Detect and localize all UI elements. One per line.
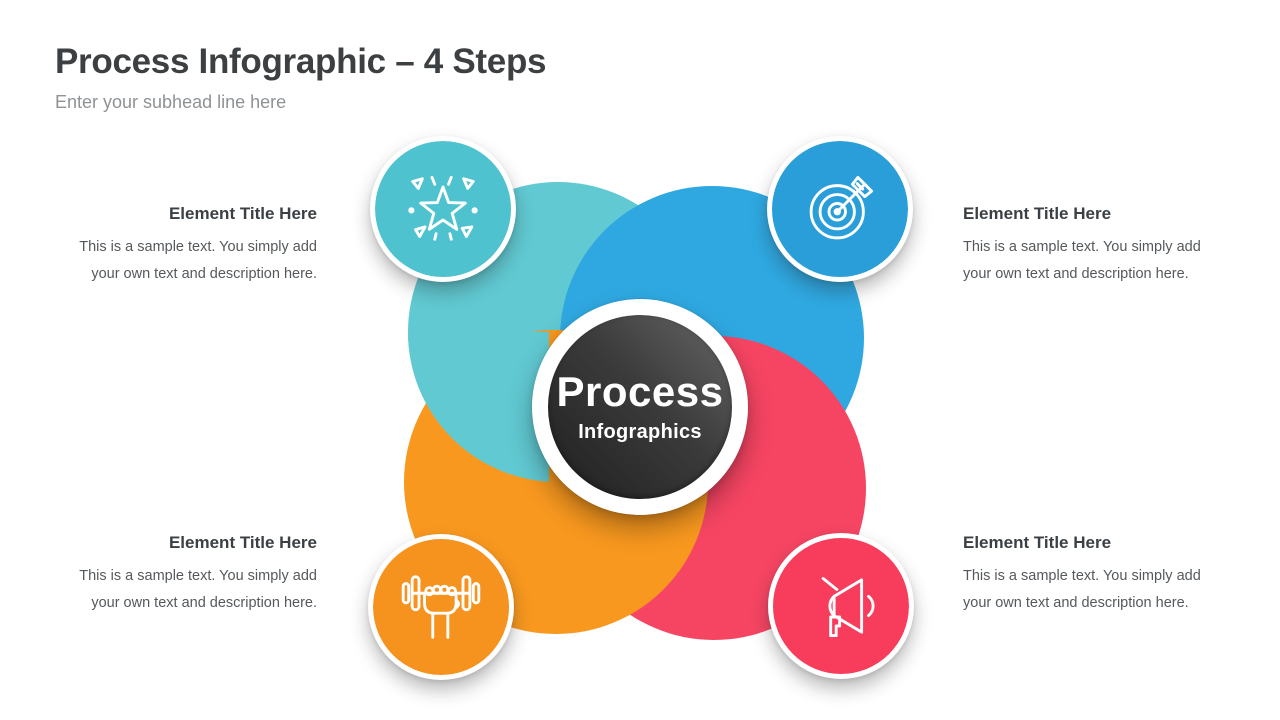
step-description-line: your own text and description here. — [91, 595, 317, 611]
step-description-line: your own text and description here. — [963, 595, 1189, 611]
step-bubble-bottom-left — [368, 534, 514, 680]
page-title: Process Infographic – 4 Steps — [55, 42, 547, 81]
target-arrow-icon — [809, 175, 874, 240]
step-description: This is a sample text. You simply add yo… — [47, 234, 317, 288]
center-badge-core: Process Infographics — [548, 315, 732, 499]
center-title: Process — [556, 368, 724, 416]
step-description: This is a sample text. You simply add yo… — [963, 234, 1233, 288]
step-description-line: your own text and description here. — [91, 266, 317, 282]
step-description: This is a sample text. You simply add yo… — [963, 563, 1233, 617]
dumbbell-fist-icon — [401, 575, 481, 639]
step-description: This is a sample text. You simply add yo… — [47, 563, 317, 617]
page-subhead: Enter your subhead line here — [55, 92, 287, 112]
step-title: Element Title Here — [963, 204, 1112, 223]
step-description-line: This is a sample text. You simply add — [79, 239, 317, 255]
step-bubble-bottom-right — [768, 533, 914, 679]
step-text-top-right: Element Title Here This is a sample text… — [963, 203, 1233, 288]
step-description-line: This is a sample text. You simply add — [963, 239, 1201, 255]
step-title: Element Title Here — [963, 533, 1112, 552]
step-bubble-top-right — [767, 136, 913, 282]
star-sparkle-icon — [408, 175, 478, 241]
step-text-bottom-right: Element Title Here This is a sample text… — [963, 532, 1233, 617]
step-title: Element Title Here — [168, 204, 317, 223]
megaphone-icon — [821, 577, 875, 638]
step-bubble-top-left — [370, 136, 516, 282]
step-description-line: your own text and description here. — [963, 266, 1189, 282]
step-title: Element Title Here — [168, 533, 317, 552]
step-description-line: This is a sample text. You simply add — [963, 568, 1201, 584]
step-description-line: This is a sample text. You simply add — [79, 568, 317, 584]
step-text-bottom-left: Element Title Here This is a sample text… — [47, 532, 317, 617]
step-text-top-left: Element Title Here This is a sample text… — [47, 203, 317, 288]
center-badge: Process Infographics — [532, 299, 748, 515]
center-subtitle: Infographics — [578, 420, 702, 443]
